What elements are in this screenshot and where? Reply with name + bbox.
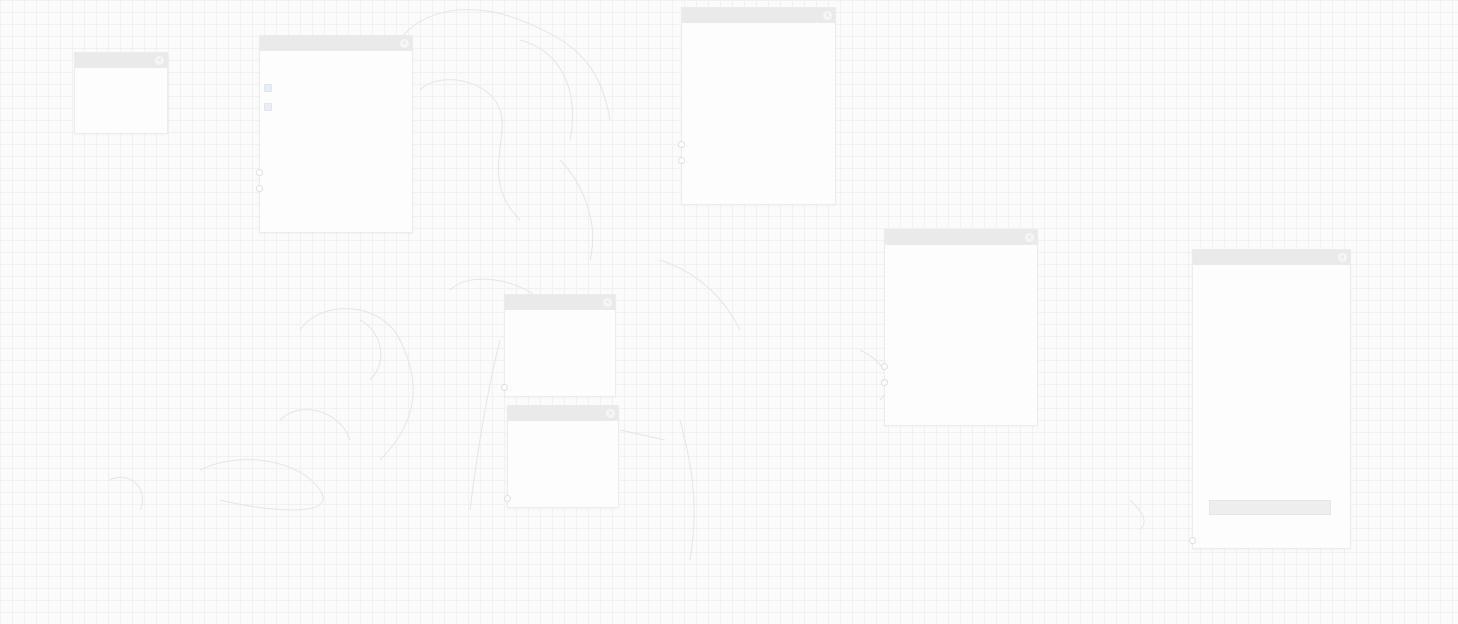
node-2-header[interactable]: ×: [260, 36, 412, 51]
node-5-header[interactable]: ×: [508, 406, 618, 421]
node-5[interactable]: ×: [504, 405, 619, 508]
node-1[interactable]: ×: [74, 52, 168, 134]
node-6-input-port-1[interactable]: [881, 363, 888, 370]
close-icon[interactable]: ×: [1338, 253, 1347, 262]
node-4-input-port[interactable]: [501, 384, 508, 391]
node-1-header[interactable]: ×: [75, 53, 167, 68]
close-icon[interactable]: ×: [603, 298, 612, 307]
node-4[interactable]: ×: [501, 294, 616, 397]
node-2-checkbox-1[interactable]: [264, 84, 272, 92]
close-icon[interactable]: ×: [1025, 233, 1034, 242]
node-6-input-port-2[interactable]: [881, 379, 888, 386]
node-6-header[interactable]: ×: [885, 230, 1037, 245]
node-2[interactable]: ×: [256, 35, 413, 233]
node-4-header[interactable]: ×: [505, 295, 615, 310]
node-2-checkbox-2[interactable]: [264, 103, 272, 111]
node-7-input-port[interactable]: [1189, 537, 1196, 544]
node-5-input-port[interactable]: [504, 495, 511, 502]
node-6[interactable]: ×: [881, 229, 1038, 426]
node-2-input-port-2[interactable]: [256, 185, 263, 192]
close-icon[interactable]: ×: [823, 11, 832, 20]
node-3-input-port-1[interactable]: [678, 141, 685, 148]
node-7-header[interactable]: ×: [1193, 250, 1350, 265]
node-7-button[interactable]: [1209, 500, 1331, 515]
node-2-input-port-1[interactable]: [256, 169, 263, 176]
close-icon[interactable]: ×: [606, 409, 615, 418]
node-3-input-port-2[interactable]: [678, 157, 685, 164]
close-icon[interactable]: ×: [155, 56, 164, 65]
node-7[interactable]: ×: [1189, 249, 1351, 549]
node-3[interactable]: ×: [678, 7, 836, 205]
close-icon[interactable]: ×: [400, 39, 409, 48]
node-3-header[interactable]: ×: [682, 8, 835, 23]
